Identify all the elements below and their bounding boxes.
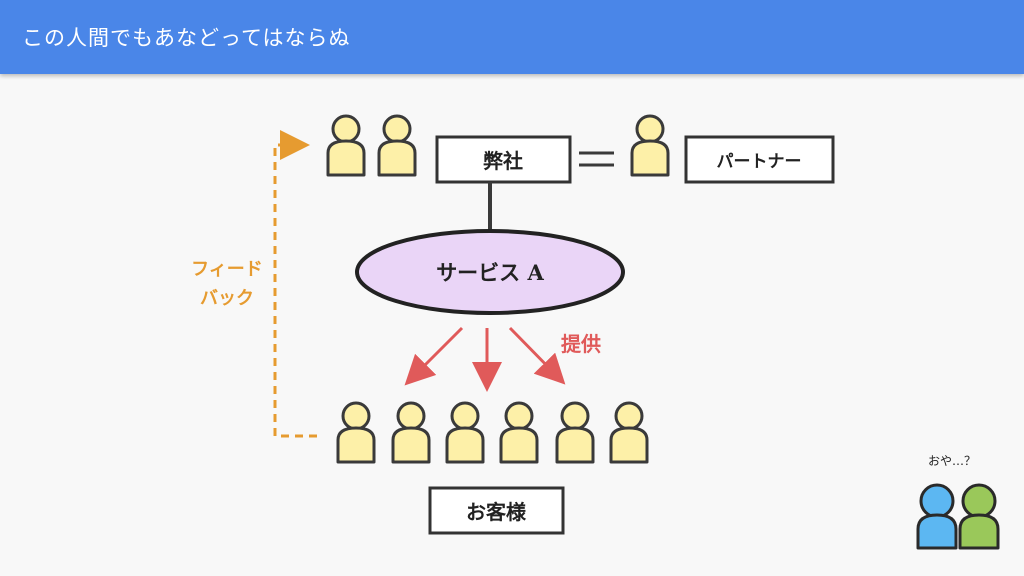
arrow-icon <box>404 326 464 386</box>
person-icon <box>445 401 485 464</box>
company-people <box>326 114 417 177</box>
customer-people <box>336 401 649 464</box>
person-icon <box>555 401 595 464</box>
arrow-icon <box>508 326 566 385</box>
company-label: 弊社 <box>483 149 523 173</box>
person-icon <box>336 401 376 464</box>
partner-box: パートナー <box>684 135 835 184</box>
blue-person-icon <box>916 483 958 550</box>
partner-person-icon <box>630 114 670 177</box>
green-person-icon <box>958 483 1000 550</box>
person-icon <box>499 401 539 464</box>
customer-label: お客様 <box>466 500 527 524</box>
person-icon <box>377 114 417 177</box>
service-node: サービス A <box>355 229 625 315</box>
aside-caption: おや…？ <box>928 454 977 468</box>
person-icon <box>391 401 431 464</box>
feedback-arrow <box>273 130 317 438</box>
feedback-label-line2: バック <box>200 288 254 309</box>
service-label: サービス A <box>436 260 544 285</box>
side-people <box>916 483 1000 550</box>
person-icon <box>609 401 649 464</box>
title-bar: この人間でもあなどってはならぬ <box>0 0 1024 74</box>
feedback-label-line1: フィード <box>191 259 263 280</box>
customer-box: お客様 <box>428 486 565 535</box>
equals-sign <box>579 151 614 167</box>
company-box: 弊社 <box>435 135 572 184</box>
person-icon <box>326 114 366 177</box>
provide-arrows <box>404 326 566 392</box>
partner-label: パートナー <box>717 152 802 172</box>
page-title: この人間でもあなどってはならぬ <box>22 26 351 50</box>
provide-label: 提供 <box>561 332 601 356</box>
